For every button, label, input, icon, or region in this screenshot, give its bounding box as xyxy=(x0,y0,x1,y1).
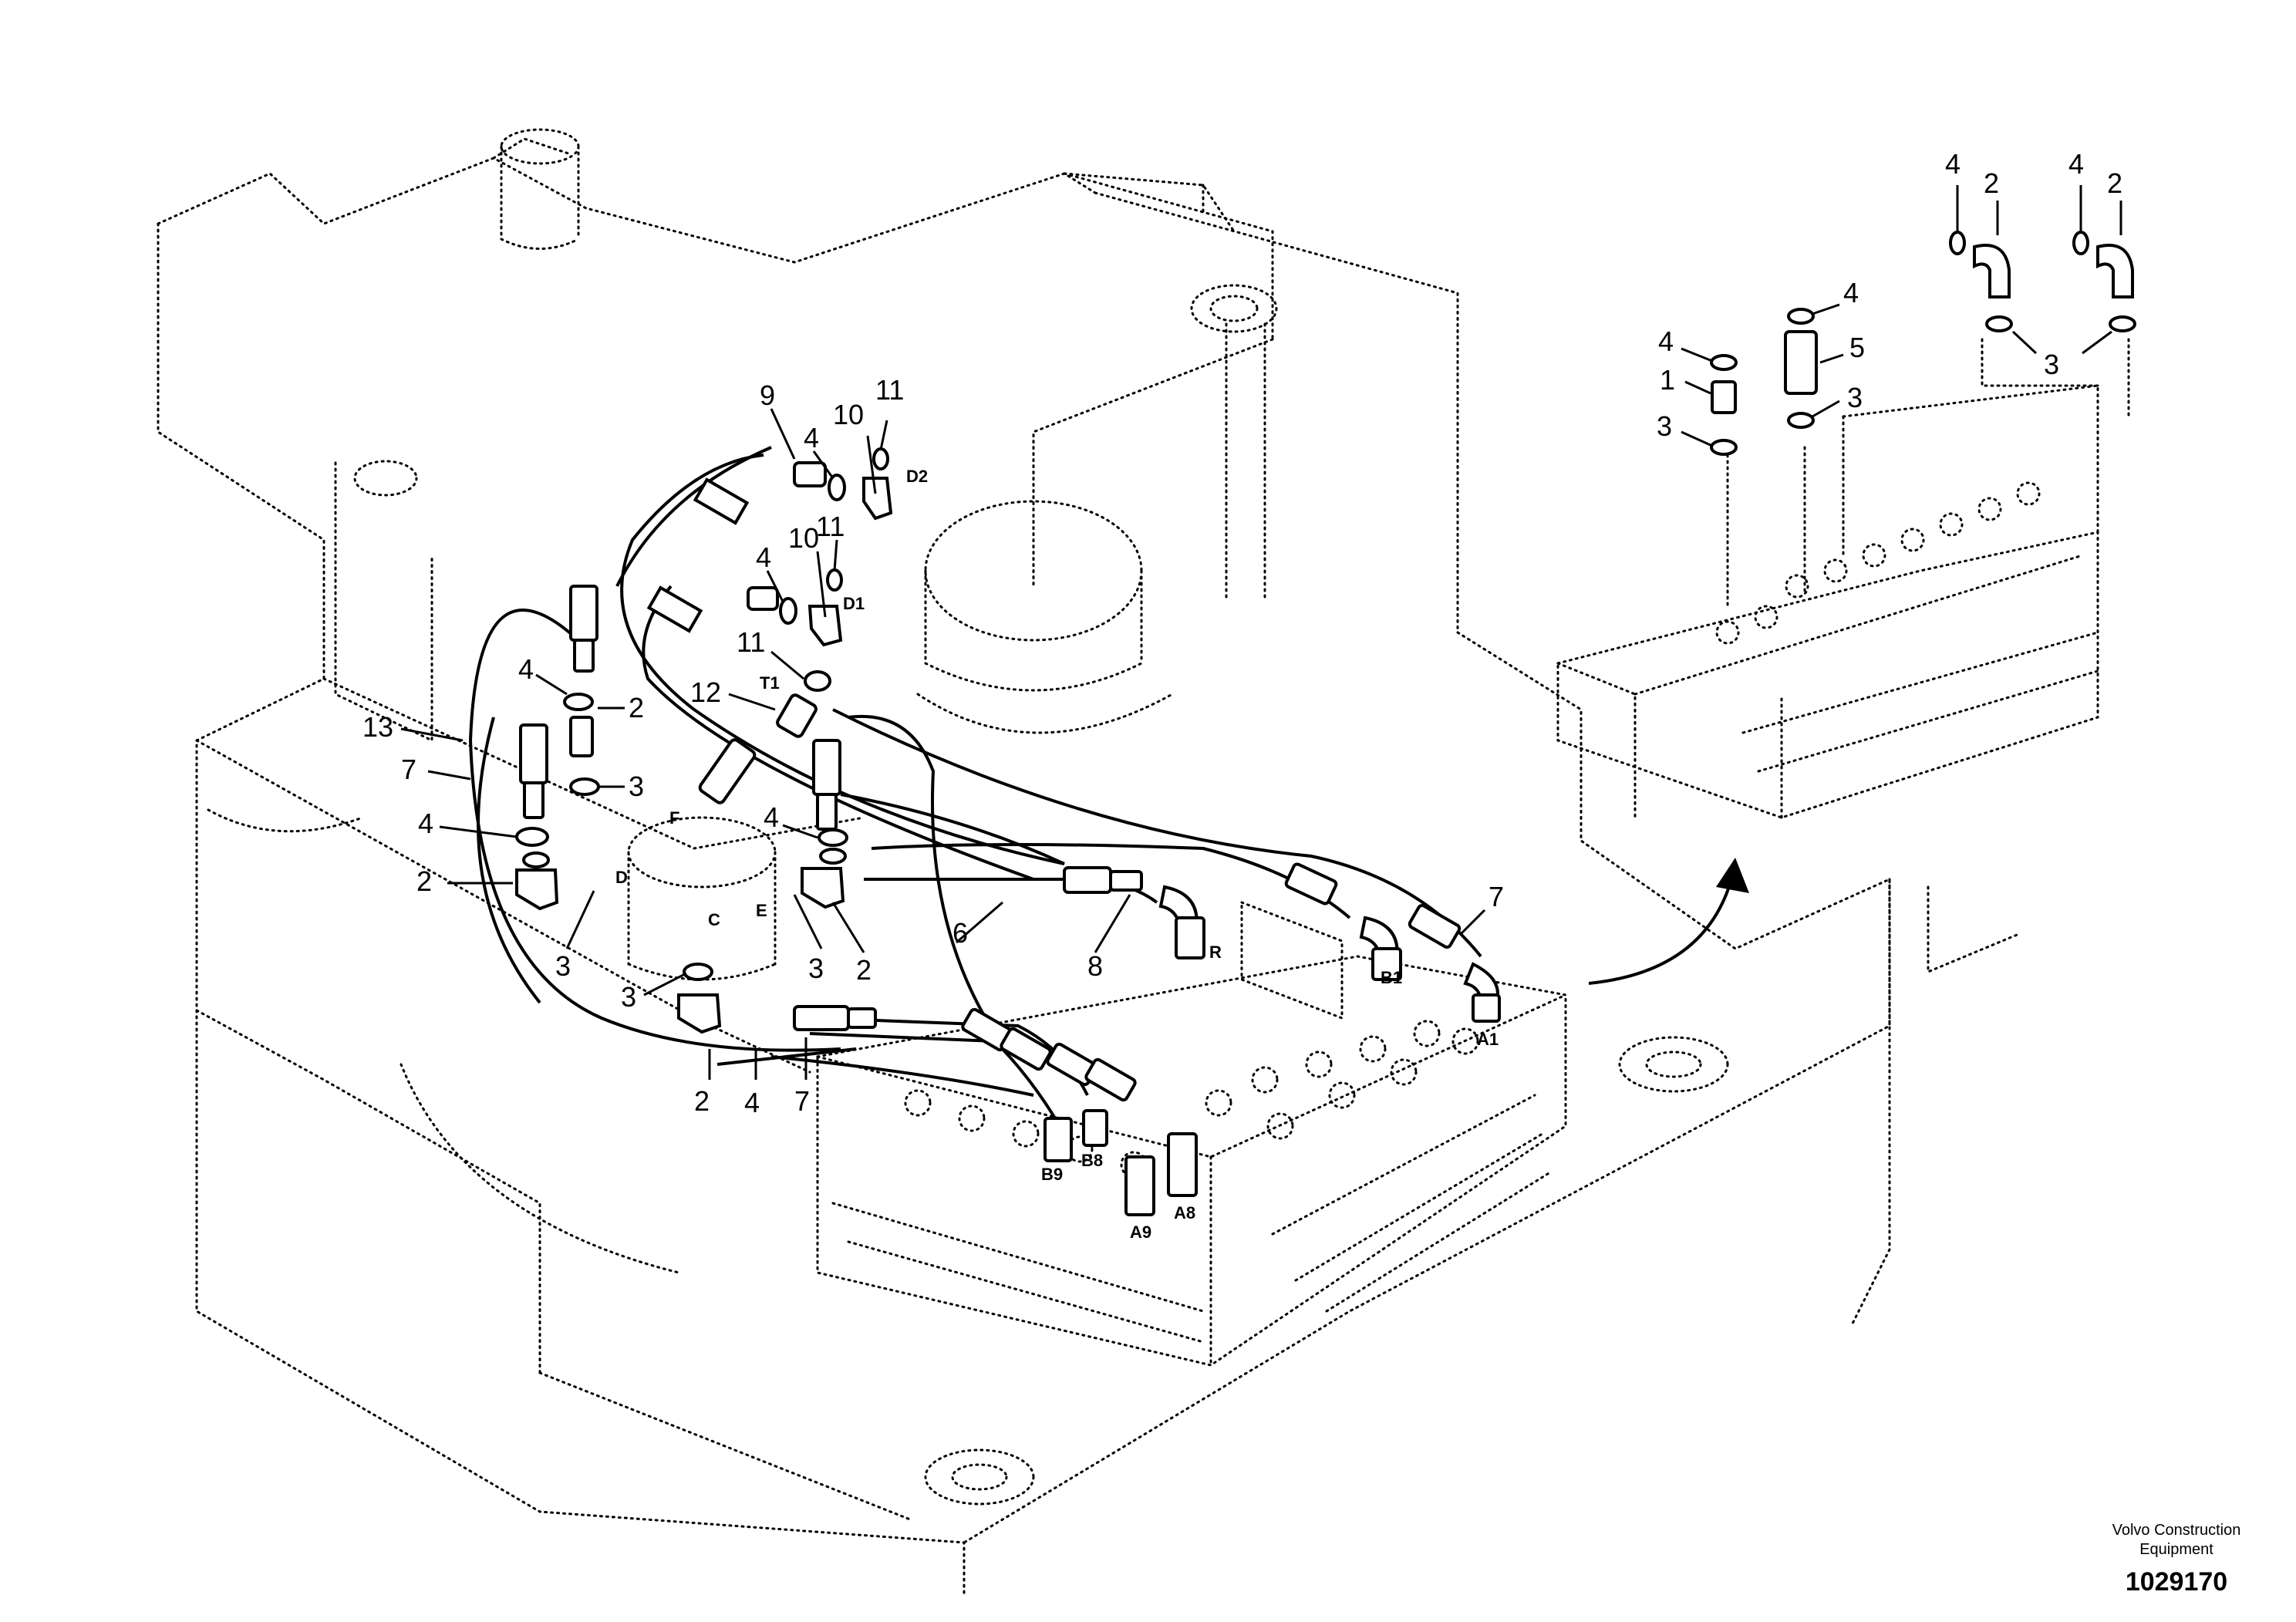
fittings xyxy=(515,447,1501,1216)
port-label-A9: A9 xyxy=(1130,1222,1151,1242)
callout-3: 3 xyxy=(555,950,571,982)
port-label-A1: A1 xyxy=(1477,1030,1499,1049)
port-label-B9: B9 xyxy=(1041,1165,1063,1184)
inset-callout-2: 2 xyxy=(2107,167,2122,199)
port-label-R: R xyxy=(1209,943,1222,962)
port-label-T1: T1 xyxy=(760,673,780,693)
callout-labels: 9 10 11 4 10 11 4 11 12 4 2 3 13 7 4 2 3… xyxy=(362,148,2122,1118)
callout-10: 10 xyxy=(788,522,819,554)
inset-callout-3: 3 xyxy=(1657,410,1672,442)
port-label-B8: B8 xyxy=(1081,1151,1103,1170)
inset-callout-5: 5 xyxy=(1849,332,1865,363)
callout-10: 10 xyxy=(833,399,864,430)
callout-4: 4 xyxy=(756,541,771,573)
callout-6: 6 xyxy=(952,917,968,949)
callout-13: 13 xyxy=(362,711,393,743)
callout-4: 4 xyxy=(744,1087,760,1118)
port-label-D: D xyxy=(615,868,628,887)
brand-line-1: Volvo Construction xyxy=(2112,1522,2241,1539)
inset-callout-1: 1 xyxy=(1660,364,1675,396)
inset-callout-3: 3 xyxy=(1847,382,1863,413)
inset-callout-4: 4 xyxy=(1945,148,1961,180)
callout-11: 11 xyxy=(737,626,765,658)
callout-12: 12 xyxy=(690,676,721,708)
inset-callout-4: 4 xyxy=(1843,277,1859,309)
callout-4: 4 xyxy=(518,653,534,685)
port-label-A8: A8 xyxy=(1174,1203,1195,1222)
callout-2: 2 xyxy=(416,865,432,897)
machine-frame-outline xyxy=(157,128,2022,1598)
port-label-D2: D2 xyxy=(906,467,928,486)
callout-9: 9 xyxy=(760,379,775,411)
inset-callout-2: 2 xyxy=(1984,167,1999,199)
control-valve-block xyxy=(816,900,1567,1367)
port-labels: D2 D1 T1 F D E C R B1 A1 B9 B8 A9 A8 xyxy=(615,467,1499,1242)
inset-callout-4: 4 xyxy=(1658,325,1674,357)
document-number: 1029170 xyxy=(2126,1567,2227,1597)
callout-7: 7 xyxy=(794,1085,810,1117)
inset-callout-3: 3 xyxy=(2044,349,2059,380)
callout-3: 3 xyxy=(808,953,824,984)
callout-3: 3 xyxy=(629,771,644,802)
inset-callout-4: 4 xyxy=(2068,148,2084,180)
callout-4: 4 xyxy=(418,808,433,839)
callout-4: 4 xyxy=(764,801,779,833)
callout-2: 2 xyxy=(629,692,644,723)
callout-7: 7 xyxy=(401,754,416,785)
port-label-D1: D1 xyxy=(843,594,865,613)
leader-lines xyxy=(400,185,2122,1080)
callout-4: 4 xyxy=(804,422,819,454)
inset-valve-close-up xyxy=(1556,338,2130,819)
callout-3: 3 xyxy=(621,981,636,1013)
footer: Volvo Construction Equipment 1029170 xyxy=(2112,1522,2241,1597)
port-label-E: E xyxy=(756,901,767,920)
port-label-F: F xyxy=(669,808,679,828)
callout-7: 7 xyxy=(1489,881,1504,912)
port-label-B1: B1 xyxy=(1381,968,1402,987)
brand-line-2: Equipment xyxy=(2139,1541,2213,1558)
callout-2: 2 xyxy=(856,954,872,986)
inset-fittings xyxy=(1710,231,2136,456)
callout-2: 2 xyxy=(694,1085,710,1117)
port-label-C: C xyxy=(708,910,720,929)
valve-spool-circles xyxy=(904,1020,1479,1179)
callout-11: 11 xyxy=(875,374,904,406)
callout-11: 11 xyxy=(816,511,845,542)
callout-8: 8 xyxy=(1087,950,1103,982)
curved-arrow xyxy=(1588,858,1749,985)
